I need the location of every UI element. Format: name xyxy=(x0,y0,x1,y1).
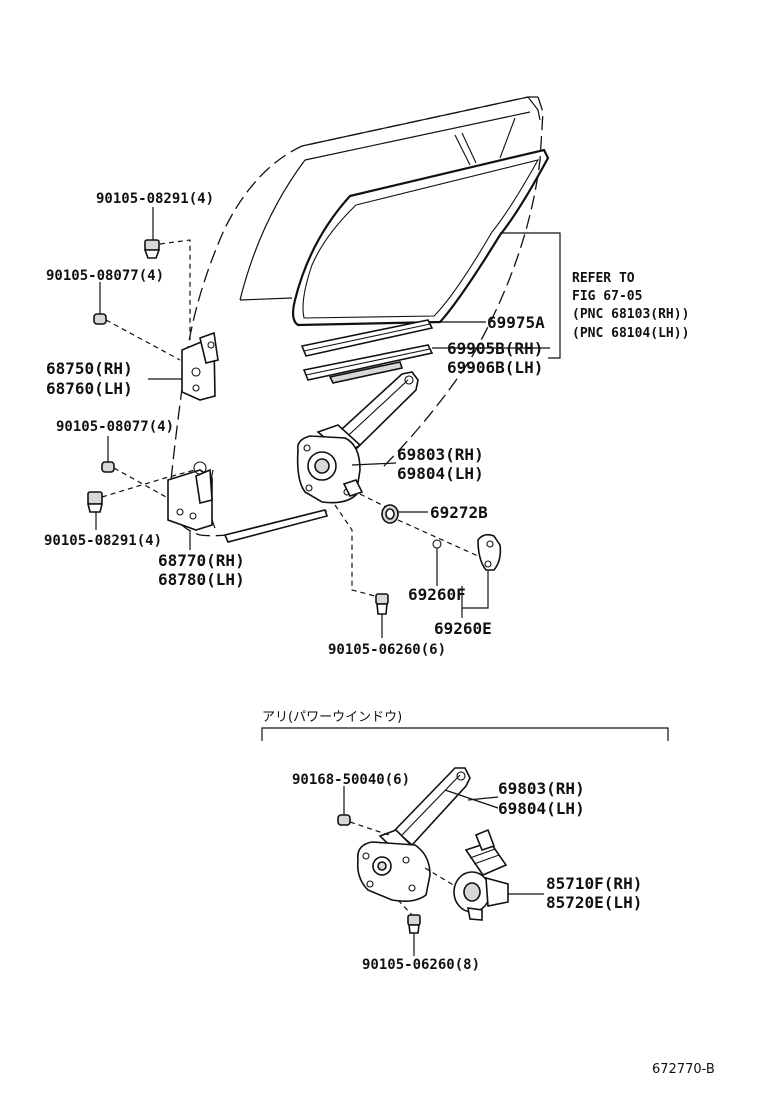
label-regulator-lh: 69804(LH) xyxy=(397,464,484,483)
motor-part xyxy=(453,828,544,921)
label-pw-regulator-lh: 69804(LH) xyxy=(498,799,585,818)
label-motor-lh: 85720E(LH) xyxy=(546,893,642,912)
door-glass xyxy=(291,148,550,327)
regulator-bolt-part xyxy=(334,504,389,638)
upper-hinge-part xyxy=(148,331,219,401)
label-pw-bolt-bottom: 90105-06260(8) xyxy=(362,957,480,973)
label-refer-1: REFER TO xyxy=(572,271,635,286)
label-channel-rh: 69905B(RH) xyxy=(447,339,543,358)
label-bolt-regulator: 90105-06260(6) xyxy=(328,642,446,658)
label-hinge-upper-rh: 68750(RH) xyxy=(46,359,133,378)
door-frame xyxy=(239,96,541,301)
label-refer-4: (PNC 68104(LH)) xyxy=(572,326,689,341)
power-window-bracket xyxy=(261,727,669,741)
label-pw-bolt-top: 90168-50040(6) xyxy=(292,772,410,788)
label-channel-lh: 69906B(LH) xyxy=(447,358,543,377)
pw-regulator-part xyxy=(356,767,499,902)
label-bolt-left-mid: 90105-08077(4) xyxy=(56,419,174,435)
label-bolt-top: 90105-08291(4) xyxy=(96,191,214,207)
washer-part xyxy=(359,493,479,557)
manual-regulator-part xyxy=(296,371,419,504)
bolt-left-lower-part xyxy=(86,469,196,530)
pw-bolt-bottom-part xyxy=(397,899,421,956)
lower-rail xyxy=(223,509,329,543)
channel-part xyxy=(302,344,550,384)
label-refer-2: FIG 67-05 xyxy=(572,289,642,304)
label-hinge-upper-lh: 68760(LH) xyxy=(46,379,133,398)
label-bolt-left-lower: 90105-08291(4) xyxy=(44,533,162,549)
figure-code: 672770-B xyxy=(652,1062,715,1077)
label-pw-regulator-rh: 69803(RH) xyxy=(498,779,585,798)
label-hinge-lower-lh: 68780(LH) xyxy=(158,570,245,589)
label-hinge-lower-rh: 68770(RH) xyxy=(158,551,245,570)
refer-bracket xyxy=(500,232,561,359)
label-handle-clip: 69260F xyxy=(408,585,466,604)
label-regulator-rh: 69803(RH) xyxy=(397,445,484,464)
label-refer-3: (PNC 68103(RH)) xyxy=(572,307,689,322)
label-handle: 69260E xyxy=(434,619,492,638)
pw-bolt-top-part xyxy=(337,786,393,837)
label-power-window-note: アリ(パワーウインドウ) xyxy=(262,710,402,725)
lower-hinge-part xyxy=(167,461,213,550)
bolt-left-mid-part xyxy=(101,436,176,503)
label-washer: 69272B xyxy=(430,503,488,522)
label-weatherstrip: 69975A xyxy=(487,313,545,332)
handle-part xyxy=(432,533,502,618)
weatherstrip-part xyxy=(300,319,486,357)
bolt-left-upper-part xyxy=(93,282,181,361)
label-bolt-left-upper: 90105-08077(4) xyxy=(46,268,164,284)
bolt-top-part xyxy=(143,207,191,340)
label-motor-rh: 85710F(RH) xyxy=(546,874,642,893)
